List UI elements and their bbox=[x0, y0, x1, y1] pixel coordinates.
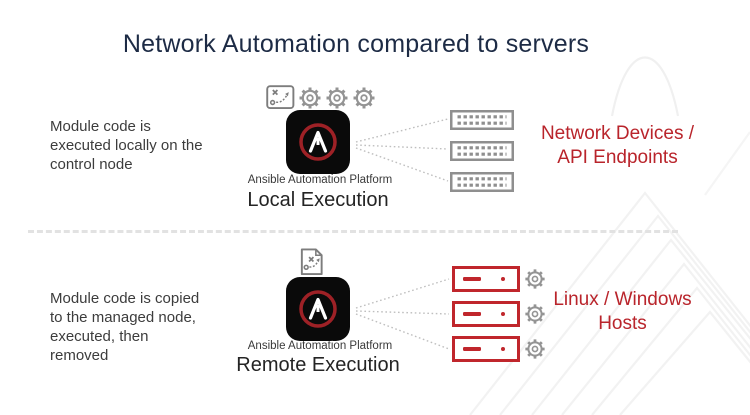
gear-icon bbox=[524, 338, 546, 360]
playbook-icon bbox=[266, 85, 295, 110]
remote-target-heading: Linux / Windows Hosts bbox=[553, 289, 692, 334]
red-server-icon bbox=[452, 301, 520, 327]
platform-label: Ansible Automation Platform bbox=[247, 174, 393, 186]
remote-description: Module code is copied to the managed nod… bbox=[50, 290, 200, 364]
remote-execution-title: Remote Execution bbox=[236, 354, 400, 376]
red-server-icon bbox=[452, 266, 520, 292]
ansible-logo-icon bbox=[286, 277, 350, 341]
network-switch-icon bbox=[450, 172, 514, 192]
network-switch-icon bbox=[450, 110, 514, 130]
gear-icon bbox=[298, 85, 322, 110]
gear-icon bbox=[325, 85, 349, 110]
playbook-file-icon bbox=[300, 248, 323, 276]
local-description: Module code is executed locally on the c… bbox=[50, 118, 203, 173]
local-execution-title: Local Execution bbox=[247, 189, 389, 211]
network-switch-icon bbox=[450, 141, 514, 161]
local-target-heading: Network Devices / API Endpoints bbox=[540, 123, 695, 168]
gear-icon bbox=[352, 85, 376, 110]
red-server-icon bbox=[452, 336, 520, 362]
page-title: Network Automation compared to servers bbox=[122, 30, 590, 58]
local-toolbar-icons bbox=[266, 85, 376, 110]
gear-icon bbox=[524, 268, 546, 290]
platform-label: Ansible Automation Platform bbox=[247, 340, 393, 352]
section-divider bbox=[28, 230, 678, 233]
ansible-logo-icon bbox=[286, 110, 350, 174]
